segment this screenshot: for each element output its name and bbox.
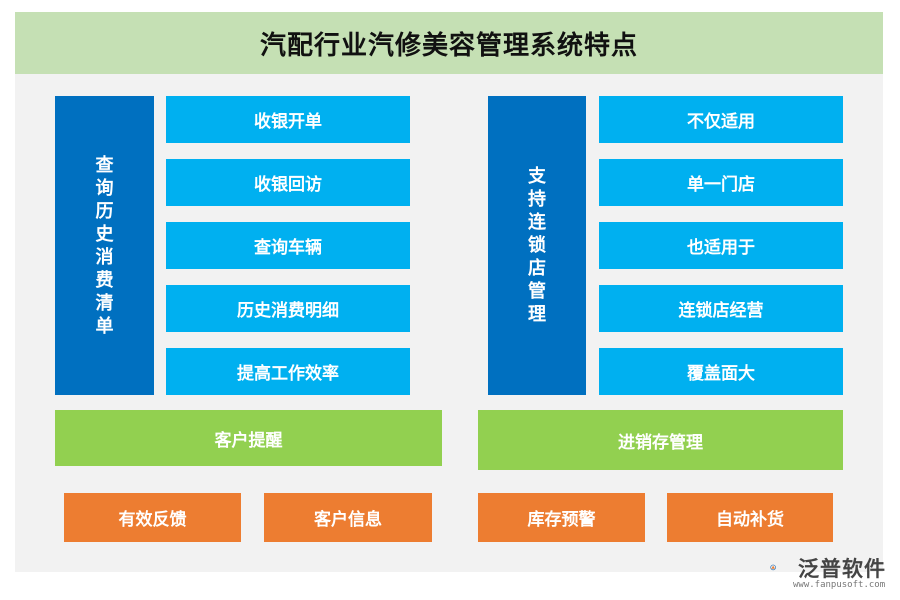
left-bottom-2: 客户信息 [264,493,432,542]
diagram-title: 汽配行业汽修美容管理系统特点 [15,12,883,74]
right-item-3: 也适用于 [599,222,843,269]
left-item-3: 查询车辆 [166,222,410,269]
brand-name: 泛普软件 [798,557,886,581]
left-item-2: 收银回访 [166,159,410,206]
left-item-5: 提高工作效率 [166,348,410,395]
left-item-4: 历史消费明细 [166,285,410,332]
right-bottom-1: 库存预警 [478,493,645,542]
right-item-4: 连锁店经营 [599,285,843,332]
left-green-bar: 客户提醒 [55,410,442,466]
right-green-bar: 进销存管理 [478,410,843,470]
right-item-1: 不仅适用 [599,96,843,143]
left-item-1: 收银开单 [166,96,410,143]
brand-url: www.fanpusoft.com [793,580,886,590]
right-vertical-label: 支持连锁店管理 [488,96,586,395]
right-item-2: 单一门店 [599,159,843,206]
fanpu-logo-icon [770,564,776,571]
left-bottom-1: 有效反馈 [64,493,241,542]
right-item-5: 覆盖面大 [599,348,843,395]
right-bottom-2: 自动补货 [667,493,833,542]
left-vertical-label: 查询历史消费清单 [55,96,154,395]
